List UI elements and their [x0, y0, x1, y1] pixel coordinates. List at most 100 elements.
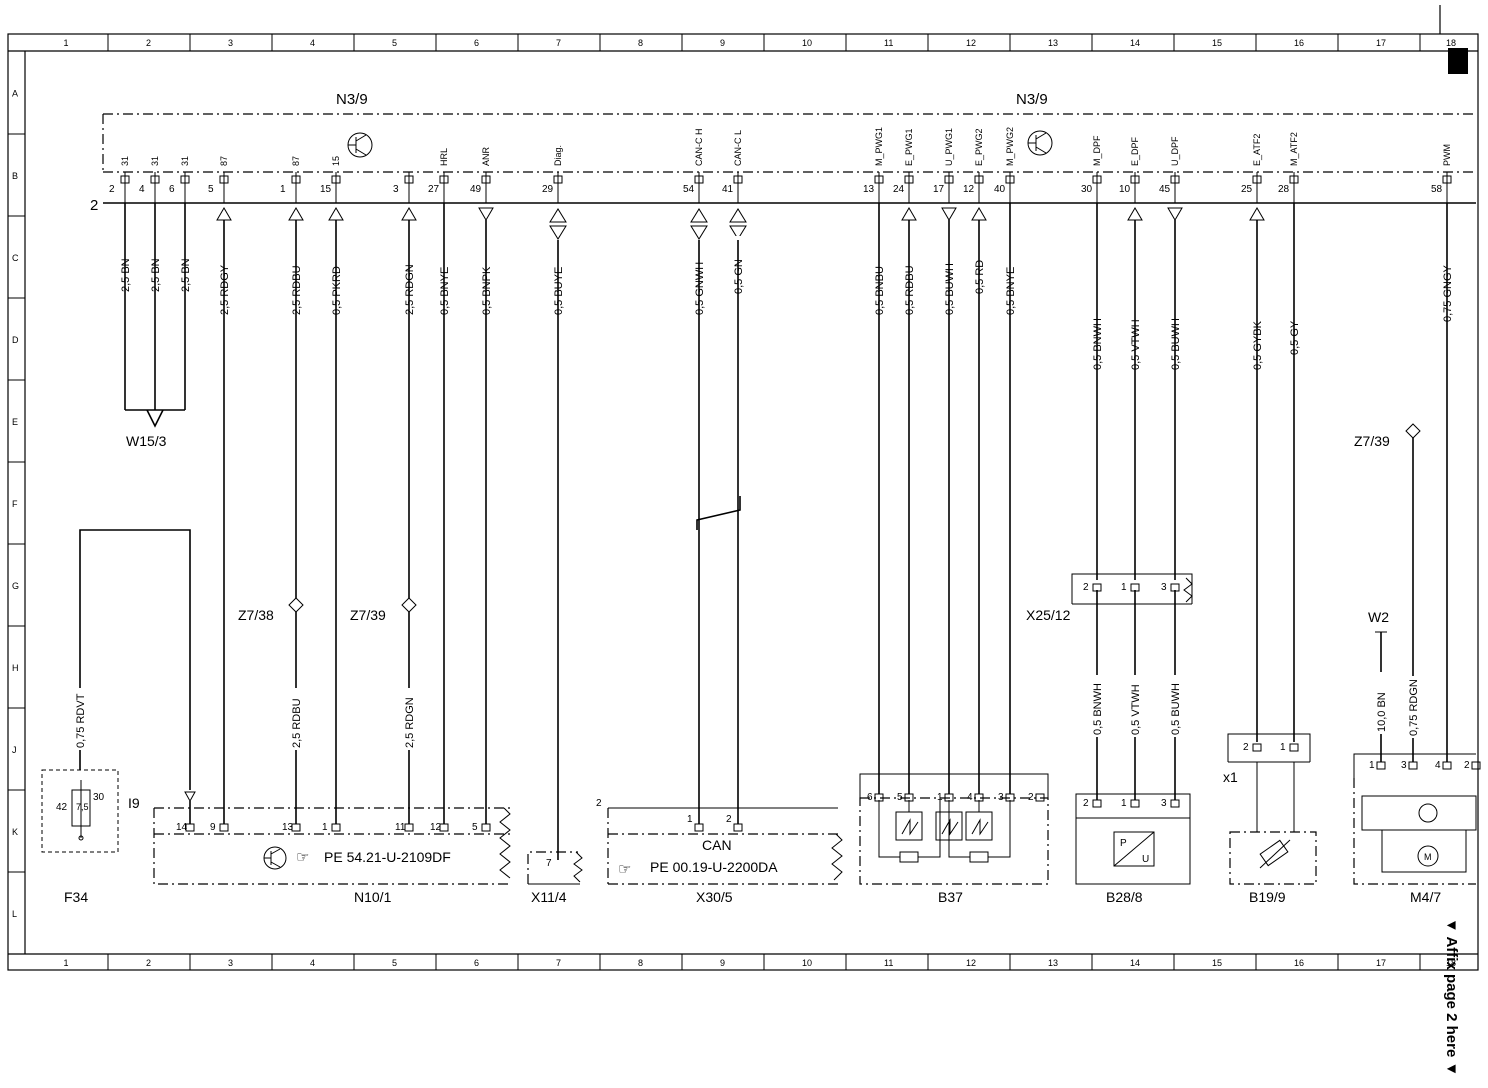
connector-pin-number: 41	[722, 184, 734, 195]
component-pin-number: 4	[1435, 760, 1441, 771]
connector-pin-signal: 31	[150, 156, 160, 166]
grid-column-label: 7	[556, 958, 561, 968]
grid-column-label: 4	[310, 958, 315, 968]
grid-column-label: 11	[884, 38, 893, 48]
grid-row-label: A	[12, 89, 18, 99]
w2-label: W2	[1368, 609, 1389, 625]
connector-pin-signal: 31	[120, 156, 130, 166]
grid-column-label: 18	[1446, 38, 1456, 48]
component-pin-number: 3	[998, 792, 1004, 803]
x1-label: x1	[1223, 769, 1238, 785]
b19-9-label: B19/9	[1249, 889, 1286, 905]
grid-column-label: 18	[1446, 958, 1456, 968]
component-pin-number: 5	[897, 792, 903, 803]
connector-pin-signal: CAN-C L	[733, 130, 743, 166]
z7-38-label: Z7/38	[238, 607, 274, 623]
wire-label: 0,5 BNPK	[481, 266, 493, 315]
i9-label: I9	[128, 795, 140, 811]
svg-text:7: 7	[546, 858, 552, 869]
connector-pin-signal: HRL	[439, 148, 449, 166]
connector-pin-number: 15	[320, 184, 332, 195]
x25-12-connector: X25/12	[1026, 573, 1193, 623]
hand-pointer-icon: ☞	[296, 849, 309, 866]
b19-9-sensor: x1 B19/9	[1223, 733, 1317, 905]
connector-pin-signal: 31	[180, 156, 190, 166]
wire-label: 0,5 PKRD	[331, 266, 343, 315]
wire-label: 2,5 RDBU	[291, 698, 303, 748]
connector-pin-signal: M_PWG2	[1005, 127, 1015, 166]
component-pin-number: 3	[1161, 582, 1167, 593]
x11-4-label: X11/4	[531, 889, 567, 905]
component-pin-number: 3	[1401, 760, 1407, 771]
wire-label: 0,5 BNWH	[1092, 318, 1104, 370]
wire-label: 2,5 BN	[180, 258, 192, 292]
m4-7-label: M4/7	[1410, 889, 1441, 905]
connector-pin-signal: 87	[219, 156, 229, 166]
component-pin-number: 5	[472, 822, 478, 833]
grid-column-label: 7	[556, 38, 561, 48]
component-pin-number: 1	[322, 822, 328, 833]
wire-label: 0,5 BUWH	[944, 263, 956, 315]
connector-pin-number: 30	[1081, 184, 1093, 195]
svg-text:M: M	[1424, 852, 1432, 862]
grid-column-label: 10	[802, 958, 812, 968]
component-pin-number: 13	[282, 822, 294, 833]
grid-column-label: 16	[1294, 38, 1304, 48]
wire-label: 0,5 RDBU	[904, 265, 916, 315]
z7-39-splice: Z7/39	[350, 597, 417, 623]
connector-pin-signal: E_PWG2	[974, 128, 984, 166]
wire-label: 0,5 BUYE	[553, 267, 565, 315]
grid-column-label: 3	[228, 958, 233, 968]
grid-row-label: J	[12, 745, 17, 755]
b37-label: B37	[938, 889, 963, 905]
component-pin-number: 2	[1028, 792, 1034, 803]
transistor-icon	[263, 846, 287, 870]
wire-label: 0,5 GY	[1289, 320, 1301, 355]
connector-pin-number: 29	[542, 184, 554, 195]
wire-label: 0,5 GNWH	[694, 262, 706, 315]
grid-row-label: K	[12, 827, 18, 837]
connector-2-label: 2	[90, 197, 98, 214]
component-pin-number: 1	[1280, 742, 1286, 753]
component-pin-number: 2	[1243, 742, 1249, 753]
component-pin-number: 6	[867, 792, 873, 803]
connector-pin-number: 12	[963, 184, 975, 195]
wire-label: 0,5 GYBK	[1252, 320, 1264, 370]
wire-label: 0,75 RDGN	[1408, 679, 1420, 736]
wire-label: 2,5 BN	[150, 258, 162, 292]
connector-pin-signal: Diag.	[553, 145, 563, 166]
component-pin-number: 11	[395, 822, 406, 833]
component-pin-number: 14	[176, 822, 188, 833]
wire-label: 2,5 RDGY	[219, 264, 231, 315]
grid-column-label: 9	[720, 38, 725, 48]
n10-1-label: N10/1	[354, 889, 392, 905]
wire-label: 2,5 RDGN	[404, 264, 416, 315]
grid-column-label: 9	[720, 958, 725, 968]
w15-3-label: W15/3	[126, 433, 167, 449]
grid-column-label: 8	[638, 958, 643, 968]
connector-pin-number: 10	[1119, 184, 1131, 195]
b37-sensor: B37	[859, 773, 1049, 905]
connector-pin-number: 1	[280, 184, 286, 195]
wire-label: 2,5 BN	[120, 258, 132, 292]
x25-12-label: X25/12	[1026, 607, 1071, 623]
connector-pin-signal: M_PWG1	[874, 127, 884, 166]
component-pin-number: 2	[1464, 760, 1470, 771]
grid-column-label: 13	[1048, 38, 1058, 48]
connector-pin-signal: E_ATF2	[1252, 134, 1262, 166]
n10-1-reference: PE 54.21-U-2109DF	[324, 849, 451, 865]
wire-label: 0,5 BUWH	[1170, 318, 1182, 370]
connector-pin-number: 17	[933, 184, 945, 195]
connector-pin-number: 5	[208, 184, 214, 195]
grid-column-label: 6	[474, 958, 479, 968]
grid-column-label: 8	[638, 38, 643, 48]
grid-column-label: 15	[1212, 38, 1222, 48]
hand-pointer-icon: ☞	[618, 861, 631, 878]
